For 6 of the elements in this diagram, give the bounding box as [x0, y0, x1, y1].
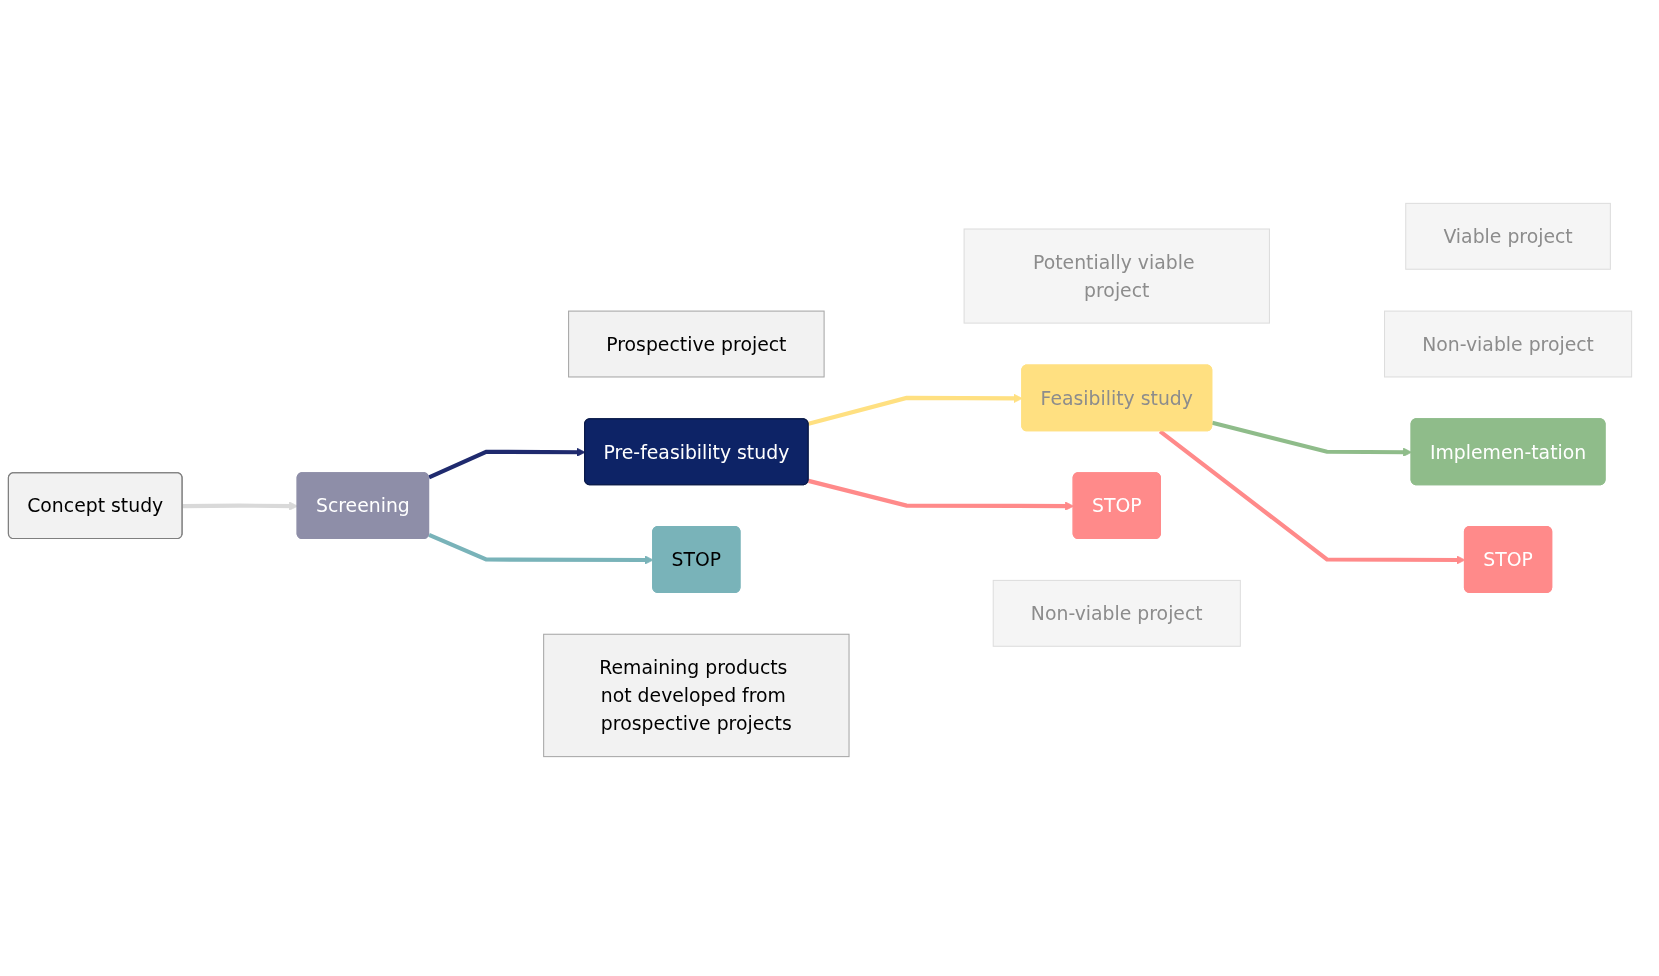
- node-box: Viable project: [1405, 202, 1611, 270]
- node-box: Remaining products not developed from prospective projects: [543, 633, 850, 758]
- node-box: Non-viable project: [992, 579, 1241, 647]
- node-box: Prospective project: [568, 310, 825, 378]
- node-box: Potentially viable project: [963, 228, 1270, 324]
- node-box: Non-viable project: [1384, 310, 1633, 378]
